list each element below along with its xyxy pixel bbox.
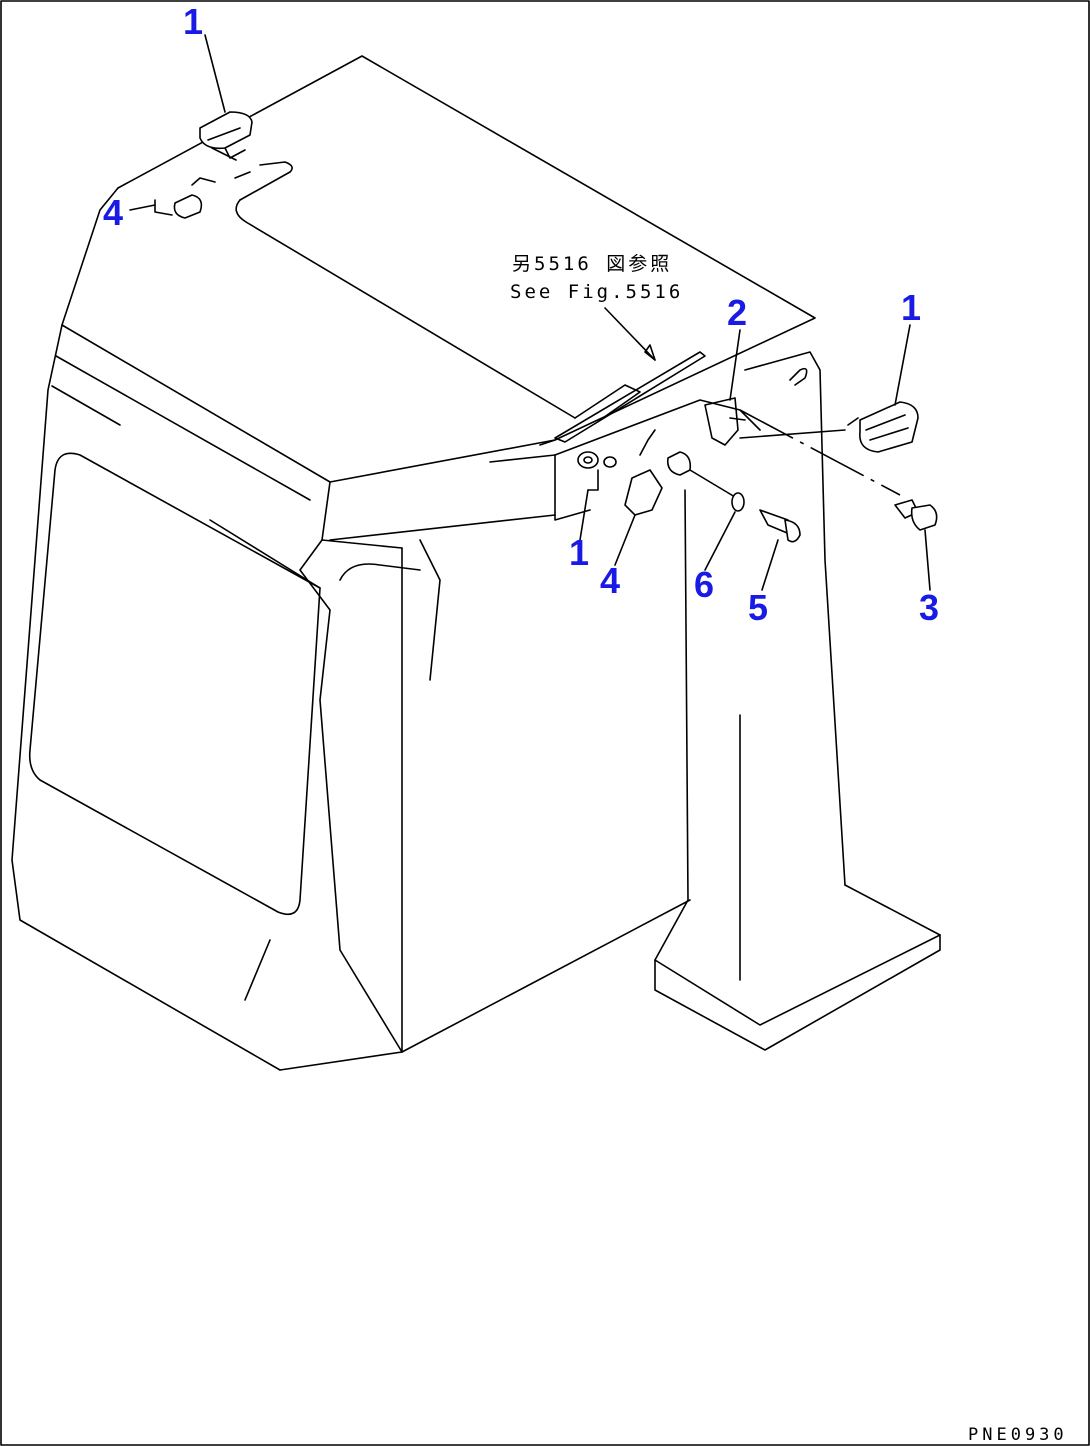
leader-lines bbox=[129, 34, 931, 591]
part-6-washer bbox=[731, 492, 745, 512]
cab-front-pillar-right bbox=[419, 539, 441, 681]
leader-1-right bbox=[894, 324, 911, 406]
leader-reference bbox=[604, 307, 656, 361]
lamp-body bbox=[199, 111, 253, 150]
cab-left-window bbox=[28, 452, 321, 916]
callout-1-top: 1 bbox=[183, 1, 203, 42]
cab-front-header-2 bbox=[321, 539, 403, 549]
reference-text-en: See Fig.5516 bbox=[510, 281, 683, 303]
lamp-detail bbox=[865, 414, 909, 441]
lamp-base bbox=[224, 147, 246, 159]
bracket-leader bbox=[154, 199, 173, 216]
callout-1-bottom: 1 bbox=[569, 532, 589, 573]
washer-small bbox=[603, 456, 617, 468]
bolt-head bbox=[910, 504, 938, 531]
leader-6 bbox=[704, 511, 736, 571]
cab-bottom-outline bbox=[279, 899, 691, 1071]
bracket-2-axis bbox=[739, 409, 901, 496]
small-parts-cluster bbox=[577, 429, 801, 543]
leader-3 bbox=[924, 529, 931, 591]
callout-5: 5 bbox=[748, 587, 768, 628]
bracket-dash bbox=[234, 171, 251, 179]
drawing-code: PNE0930 bbox=[968, 1425, 1068, 1445]
cab-left-outline bbox=[11, 187, 281, 1071]
callout-2: 2 bbox=[727, 292, 747, 333]
part-1-leader bbox=[587, 469, 599, 491]
cab-front-header bbox=[329, 514, 556, 541]
callout-4-top: 4 bbox=[103, 192, 123, 233]
pillar-stand bbox=[654, 351, 941, 1051]
cab-side-seam bbox=[209, 519, 321, 589]
leader-4-bottom bbox=[614, 514, 636, 566]
callout-1-right: 1 bbox=[901, 287, 921, 328]
cab-front-pillar-left bbox=[299, 539, 403, 1053]
callout-3: 3 bbox=[919, 587, 939, 628]
leader-1-bottom bbox=[579, 489, 589, 541]
leader-5 bbox=[761, 539, 779, 591]
lamp-body bbox=[859, 401, 919, 453]
cab-roof-outline bbox=[117, 55, 816, 446]
bracket-top-edge bbox=[554, 399, 761, 456]
cab-roof-front-edge bbox=[321, 439, 556, 541]
part-4-clip-arm bbox=[639, 429, 656, 456]
cab-body bbox=[11, 55, 816, 1071]
wiper-mount bbox=[574, 384, 641, 421]
part-1-washer-hole bbox=[583, 456, 593, 464]
leader-1-top bbox=[204, 34, 226, 113]
part-1-right-lamp bbox=[739, 401, 919, 453]
part-4-top-bracket bbox=[154, 171, 251, 219]
roof-drip-line-1 bbox=[61, 324, 331, 483]
wiper-arm-bar bbox=[554, 351, 706, 443]
reference-text-jp: 另5516 図参照 bbox=[512, 253, 672, 275]
cab-front-window-top bbox=[339, 563, 421, 581]
lamp-wire bbox=[739, 417, 859, 439]
pillar-right-edge bbox=[744, 351, 846, 886]
roof-drip-line-3 bbox=[51, 385, 121, 426]
cab-panel-seam bbox=[244, 939, 271, 1001]
pillar-base-top bbox=[654, 934, 941, 1026]
part-4-clip-head bbox=[666, 451, 692, 476]
leader-reference-arrow bbox=[644, 344, 656, 361]
part-4-clip bbox=[624, 469, 663, 516]
leader-2 bbox=[729, 329, 741, 401]
leader-4-top bbox=[129, 204, 156, 211]
roof-drip-line-2 bbox=[55, 355, 311, 501]
roof-panel-corner bbox=[239, 161, 293, 201]
bracket-clip bbox=[191, 177, 216, 186]
bracket-plate-outline bbox=[489, 454, 591, 521]
roof-panel-edge bbox=[235, 199, 576, 419]
lamp-detail bbox=[207, 127, 241, 161]
pillar-base bbox=[654, 489, 941, 1051]
part-6-axis bbox=[689, 469, 741, 501]
part-5-bolt-head bbox=[784, 519, 801, 543]
bracket-body bbox=[173, 194, 203, 219]
callout-4-bottom: 4 bbox=[600, 560, 620, 601]
part-1-washer bbox=[577, 451, 599, 469]
callout-6: 6 bbox=[694, 564, 714, 605]
pillar-top-detail bbox=[789, 367, 808, 386]
part-1-top-lamp bbox=[199, 111, 253, 161]
part-3-bolt bbox=[894, 499, 938, 531]
bracket-plate bbox=[489, 351, 761, 521]
bracket-2-detail bbox=[729, 417, 746, 421]
